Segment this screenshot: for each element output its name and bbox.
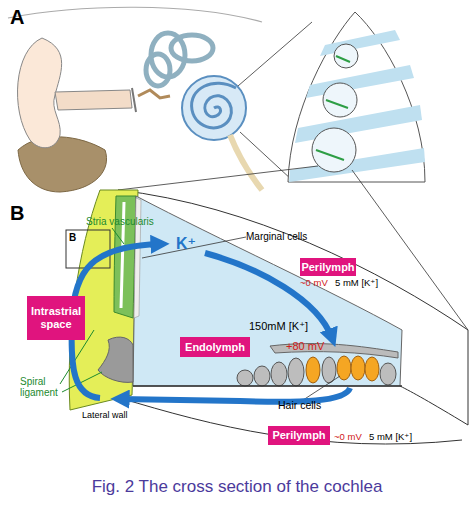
leader-line bbox=[112, 228, 124, 244]
support-cell bbox=[254, 366, 270, 386]
semicircular-canal bbox=[171, 35, 213, 61]
zoom-line bbox=[118, 166, 318, 190]
annotation-label: ~0 mV bbox=[300, 278, 328, 288]
annotation-label: Spiral ligament bbox=[20, 376, 66, 398]
eardrum bbox=[132, 88, 136, 112]
skull-outline bbox=[8, 7, 262, 22]
figure-caption: Fig. 2 The cross section of the cochlea bbox=[0, 478, 474, 497]
annotation-label: K⁺ bbox=[176, 235, 196, 253]
stria-vascularis bbox=[114, 196, 136, 318]
semicircular-canal bbox=[146, 54, 170, 86]
annotation-label: ~0 mV bbox=[334, 432, 362, 442]
region-tag: Perilymph bbox=[268, 426, 330, 445]
hair-cell bbox=[351, 356, 365, 380]
inset-frame bbox=[66, 230, 110, 268]
region-name: Endolymph bbox=[185, 341, 245, 354]
annotation-label: Lateral wall bbox=[82, 411, 128, 421]
hair-cell bbox=[365, 357, 379, 381]
scala-stripe bbox=[295, 105, 422, 143]
annotation-label: +80 mV bbox=[286, 340, 324, 352]
cochlea-spiral bbox=[192, 83, 236, 128]
cochlea-section bbox=[288, 12, 425, 182]
scala-media bbox=[133, 196, 402, 386]
support-cell bbox=[288, 358, 304, 386]
basilar-membrane bbox=[316, 56, 350, 160]
ear-canal bbox=[55, 90, 132, 110]
region-tag: Perilymph bbox=[300, 258, 356, 276]
support-cell bbox=[271, 362, 287, 386]
annotation-label: Hair cells bbox=[278, 400, 321, 412]
panel-letter: B bbox=[69, 232, 76, 243]
scala-stripe bbox=[320, 30, 400, 56]
region-name: Intrastrial space bbox=[30, 305, 82, 330]
zoom-line bbox=[352, 170, 468, 330]
auditory-nerve bbox=[230, 135, 262, 190]
zoom-line bbox=[238, 22, 312, 86]
annotation-label: Stria vascularis bbox=[86, 216, 154, 227]
annotation-label: 5 mM [K⁺] bbox=[369, 432, 412, 442]
region-tag: Endolymph bbox=[180, 337, 250, 357]
hair-cell bbox=[306, 357, 320, 383]
scala-stripe bbox=[306, 65, 414, 98]
spiral-ligament-cells bbox=[98, 337, 133, 382]
cochlea bbox=[182, 76, 246, 140]
region-name: Perilymph bbox=[272, 429, 325, 442]
jaw-muscle bbox=[18, 137, 107, 192]
support-cell bbox=[322, 357, 336, 383]
support-cell bbox=[237, 370, 253, 386]
region-tag: Intrastrial space bbox=[27, 296, 85, 340]
annotation-label: 150mM [K⁺] bbox=[249, 320, 308, 332]
panel-letter: A bbox=[10, 6, 24, 28]
annotation-label: 5 mM [K⁺] bbox=[335, 278, 378, 288]
annotation-label: Marginal cells bbox=[246, 231, 307, 242]
scala-outline bbox=[120, 398, 462, 444]
scala-outline bbox=[118, 190, 468, 425]
organ-of-corti bbox=[237, 356, 396, 386]
panel-letter: B bbox=[10, 202, 24, 224]
ossicles bbox=[138, 90, 170, 98]
region-name: Perilymph bbox=[301, 261, 354, 274]
zoom-line bbox=[240, 132, 292, 180]
support-cell bbox=[380, 363, 396, 385]
basilar-membrane bbox=[133, 385, 402, 387]
